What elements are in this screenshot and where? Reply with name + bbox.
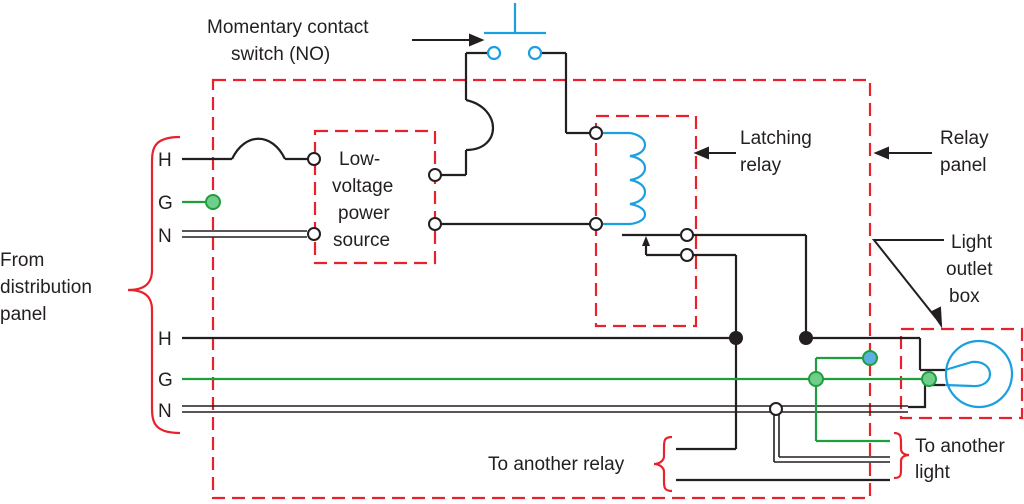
to-light-bracket [893,431,910,480]
relay-contact-out-top [680,228,694,242]
relay-coil-terminal-bottom [589,217,603,231]
from-label-line2: distribution [0,277,92,298]
relay-coil [603,131,647,226]
terminal-h-bottom: H [158,329,172,350]
light-box-label-line2: outlet [946,259,993,280]
relay-panel-box [211,78,872,500]
terminal-g-bottom: G [158,370,173,391]
to-relay-label: To another relay [488,454,625,475]
relay-panel-label-line2: panel [940,155,987,176]
terminal-h-top: H [158,150,172,171]
latching-label-line1: Latching [740,128,812,149]
ground-junction-1 [808,371,824,387]
from-label-line3: panel [0,304,47,325]
to-light-label-line1: To another [915,436,1005,457]
to-light-label-line2: light [915,462,951,483]
switch-contact-left [486,45,502,61]
ground-junction-2 [921,371,937,387]
relay-contact-out-bottom [680,248,694,262]
fuse-arc [465,98,494,152]
breaker-symbol [231,137,286,160]
switch-label-line2: switch (NO) [231,44,330,65]
relay-panel-label-line1: Relay [940,128,989,149]
light-box-label-line1: Light [951,232,993,253]
switch-contact-right [527,45,543,61]
relay-coil-terminal-top [589,126,603,140]
from-panel-bracket [127,135,181,435]
psu-output-top [428,168,442,182]
blue-ground-terminal [862,350,878,366]
psu-output-bottom [428,217,442,231]
terminal-n-bottom: N [158,401,172,422]
psu-input-bottom [307,227,321,241]
power-source-box [313,129,437,265]
switch-label-line1: Momentary contact [207,17,369,38]
lamp-icon [944,339,1014,409]
psu-label-line2: voltage [332,176,393,197]
psu-label-line4: source [333,230,390,251]
light-box-label-line3: box [949,286,980,307]
light-box-pointer-arrow [871,239,944,319]
terminal-n-top: N [158,226,172,247]
psu-input-top [307,152,321,166]
ground-terminal [205,194,221,210]
hot-junction-1 [729,331,743,345]
latching-label-line2: relay [740,155,782,176]
from-label-line1: From [0,250,44,271]
psu-label-line1: Low- [339,149,380,170]
hot-junction-2 [799,331,813,345]
light-outlet-box [899,327,1024,420]
psu-label-line3: power [338,203,390,224]
neutral-tap [769,402,783,416]
latching-relay-box [594,114,698,328]
terminal-g-top: G [158,193,173,214]
relay-contact-arrow [642,236,650,246]
to-relay-bracket [653,435,673,493]
